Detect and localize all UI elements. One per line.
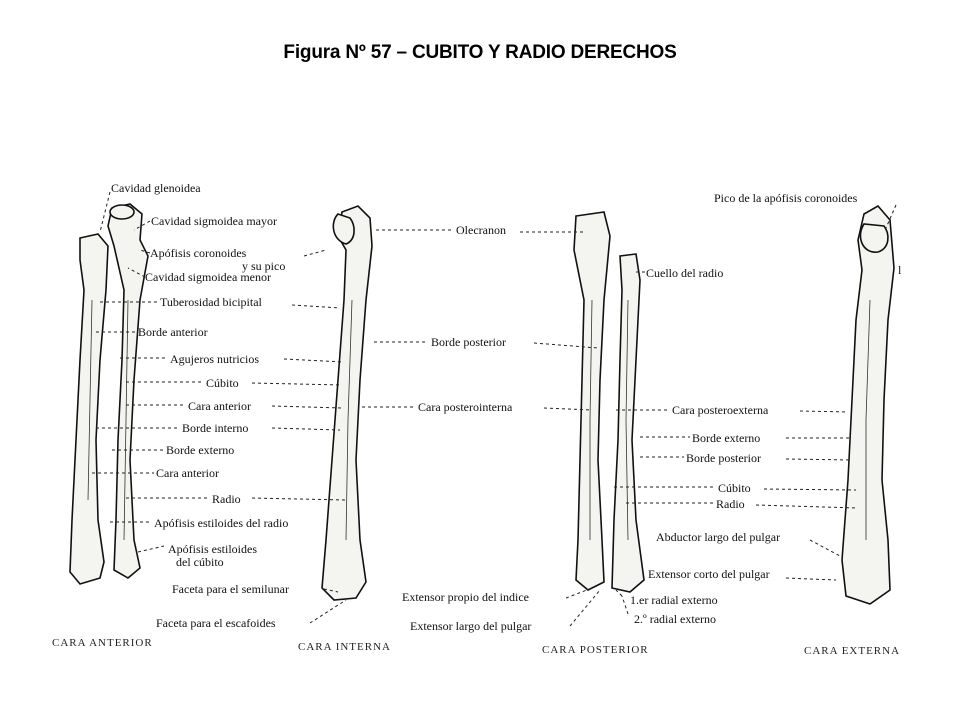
label-segundo-radial: 2.º radial externo [634,612,716,626]
bones-cara-externa [841,204,895,605]
label-del-cubito: del cúbito [176,555,224,569]
label-apofisis-estiloides-cubito: Apófisis estiloides [168,542,257,556]
label-extensor-corto: Extensor corto del pulgar [648,567,770,581]
label-faceta-semilunar: Faceta para el semilunar [172,582,289,596]
caption-cara-anterior: CARA ANTERIOR [52,637,153,649]
label-primer-radial: 1.er radial externo [630,593,718,607]
label-cavidad-sigmoidea-mayor: Cavidad sigmoidea mayor [151,214,277,228]
bones-cara-interna [321,205,373,601]
label-radio-1: Radio [212,492,241,506]
label-edge-l: l [898,263,902,277]
label-borde-externo-2: Borde externo [692,431,760,445]
label-radio-2: Radio [716,497,745,511]
label-cavidad-sigmoidea-menor: Cavidad sigmoidea menor [145,270,271,284]
caption-cara-interna: CARA INTERNA [298,641,391,653]
label-cara-posteroexterna: Cara posteroexterna [672,403,769,417]
label-apofisis-estiloides-radio: Apófisis estiloides del radio [154,516,288,530]
ulna-anterior [107,203,149,579]
ulna-interna [321,205,373,601]
labels: Cavidad glenoidea Cavidad sigmoidea mayo… [111,181,902,633]
label-extensor-largo: Extensor largo del pulgar [410,619,531,633]
label-extensor-propio: Extensor propio del indice [402,590,529,604]
bones-cara-posterior [573,211,645,593]
label-apofisis-coronoides: Apófisis coronoides [150,246,247,260]
view-captions: CARA ANTERIOR CARA INTERNA CARA POSTERIO… [52,637,900,657]
label-cuello-radio: Cuello del radio [646,266,723,280]
figure-title: Figura Nº 57 – CUBITO Y RADIO DERECHOS [283,42,677,63]
label-tuberosidad-bicipital: Tuberosidad bicipital [160,295,263,309]
ulna-posterior [573,211,611,591]
radius-anterior [69,233,109,585]
caption-cara-externa: CARA EXTERNA [804,645,900,657]
label-cara-anterior-2: Cara anterior [156,466,219,480]
label-cara-posterointerna: Cara posterointerna [418,400,513,414]
label-abductor-largo: Abductor largo del pulgar [656,530,780,544]
radius-posterior [611,253,645,593]
label-y-su-pico: y su pico [242,259,285,273]
label-cavidad-glenoidea: Cavidad glenoidea [111,181,201,195]
label-agujeros-nutricios: Agujeros nutricios [170,352,259,366]
label-borde-posterior-1: Borde posterior [431,335,506,349]
label-borde-externo-1: Borde externo [166,443,234,457]
label-borde-interno: Borde interno [182,421,248,435]
label-borde-posterior-2: Borde posterior [686,451,761,465]
label-pico-coronoides: Pico de la apófisis coronoides [714,191,858,205]
leader-lines [92,191,897,627]
label-faceta-escafoides: Faceta para el escafoides [156,616,276,630]
label-borde-anterior: Borde anterior [138,325,208,339]
label-olecranon: Olecranon [456,223,506,237]
caption-cara-posterior: CARA POSTERIOR [542,644,649,656]
label-cubito-2: Cúbito [718,481,751,495]
radius-externa [841,204,895,605]
label-cubito-1: Cúbito [206,376,239,390]
bones-cara-anterior [69,203,149,585]
label-cara-anterior-1: Cara anterior [188,399,251,413]
